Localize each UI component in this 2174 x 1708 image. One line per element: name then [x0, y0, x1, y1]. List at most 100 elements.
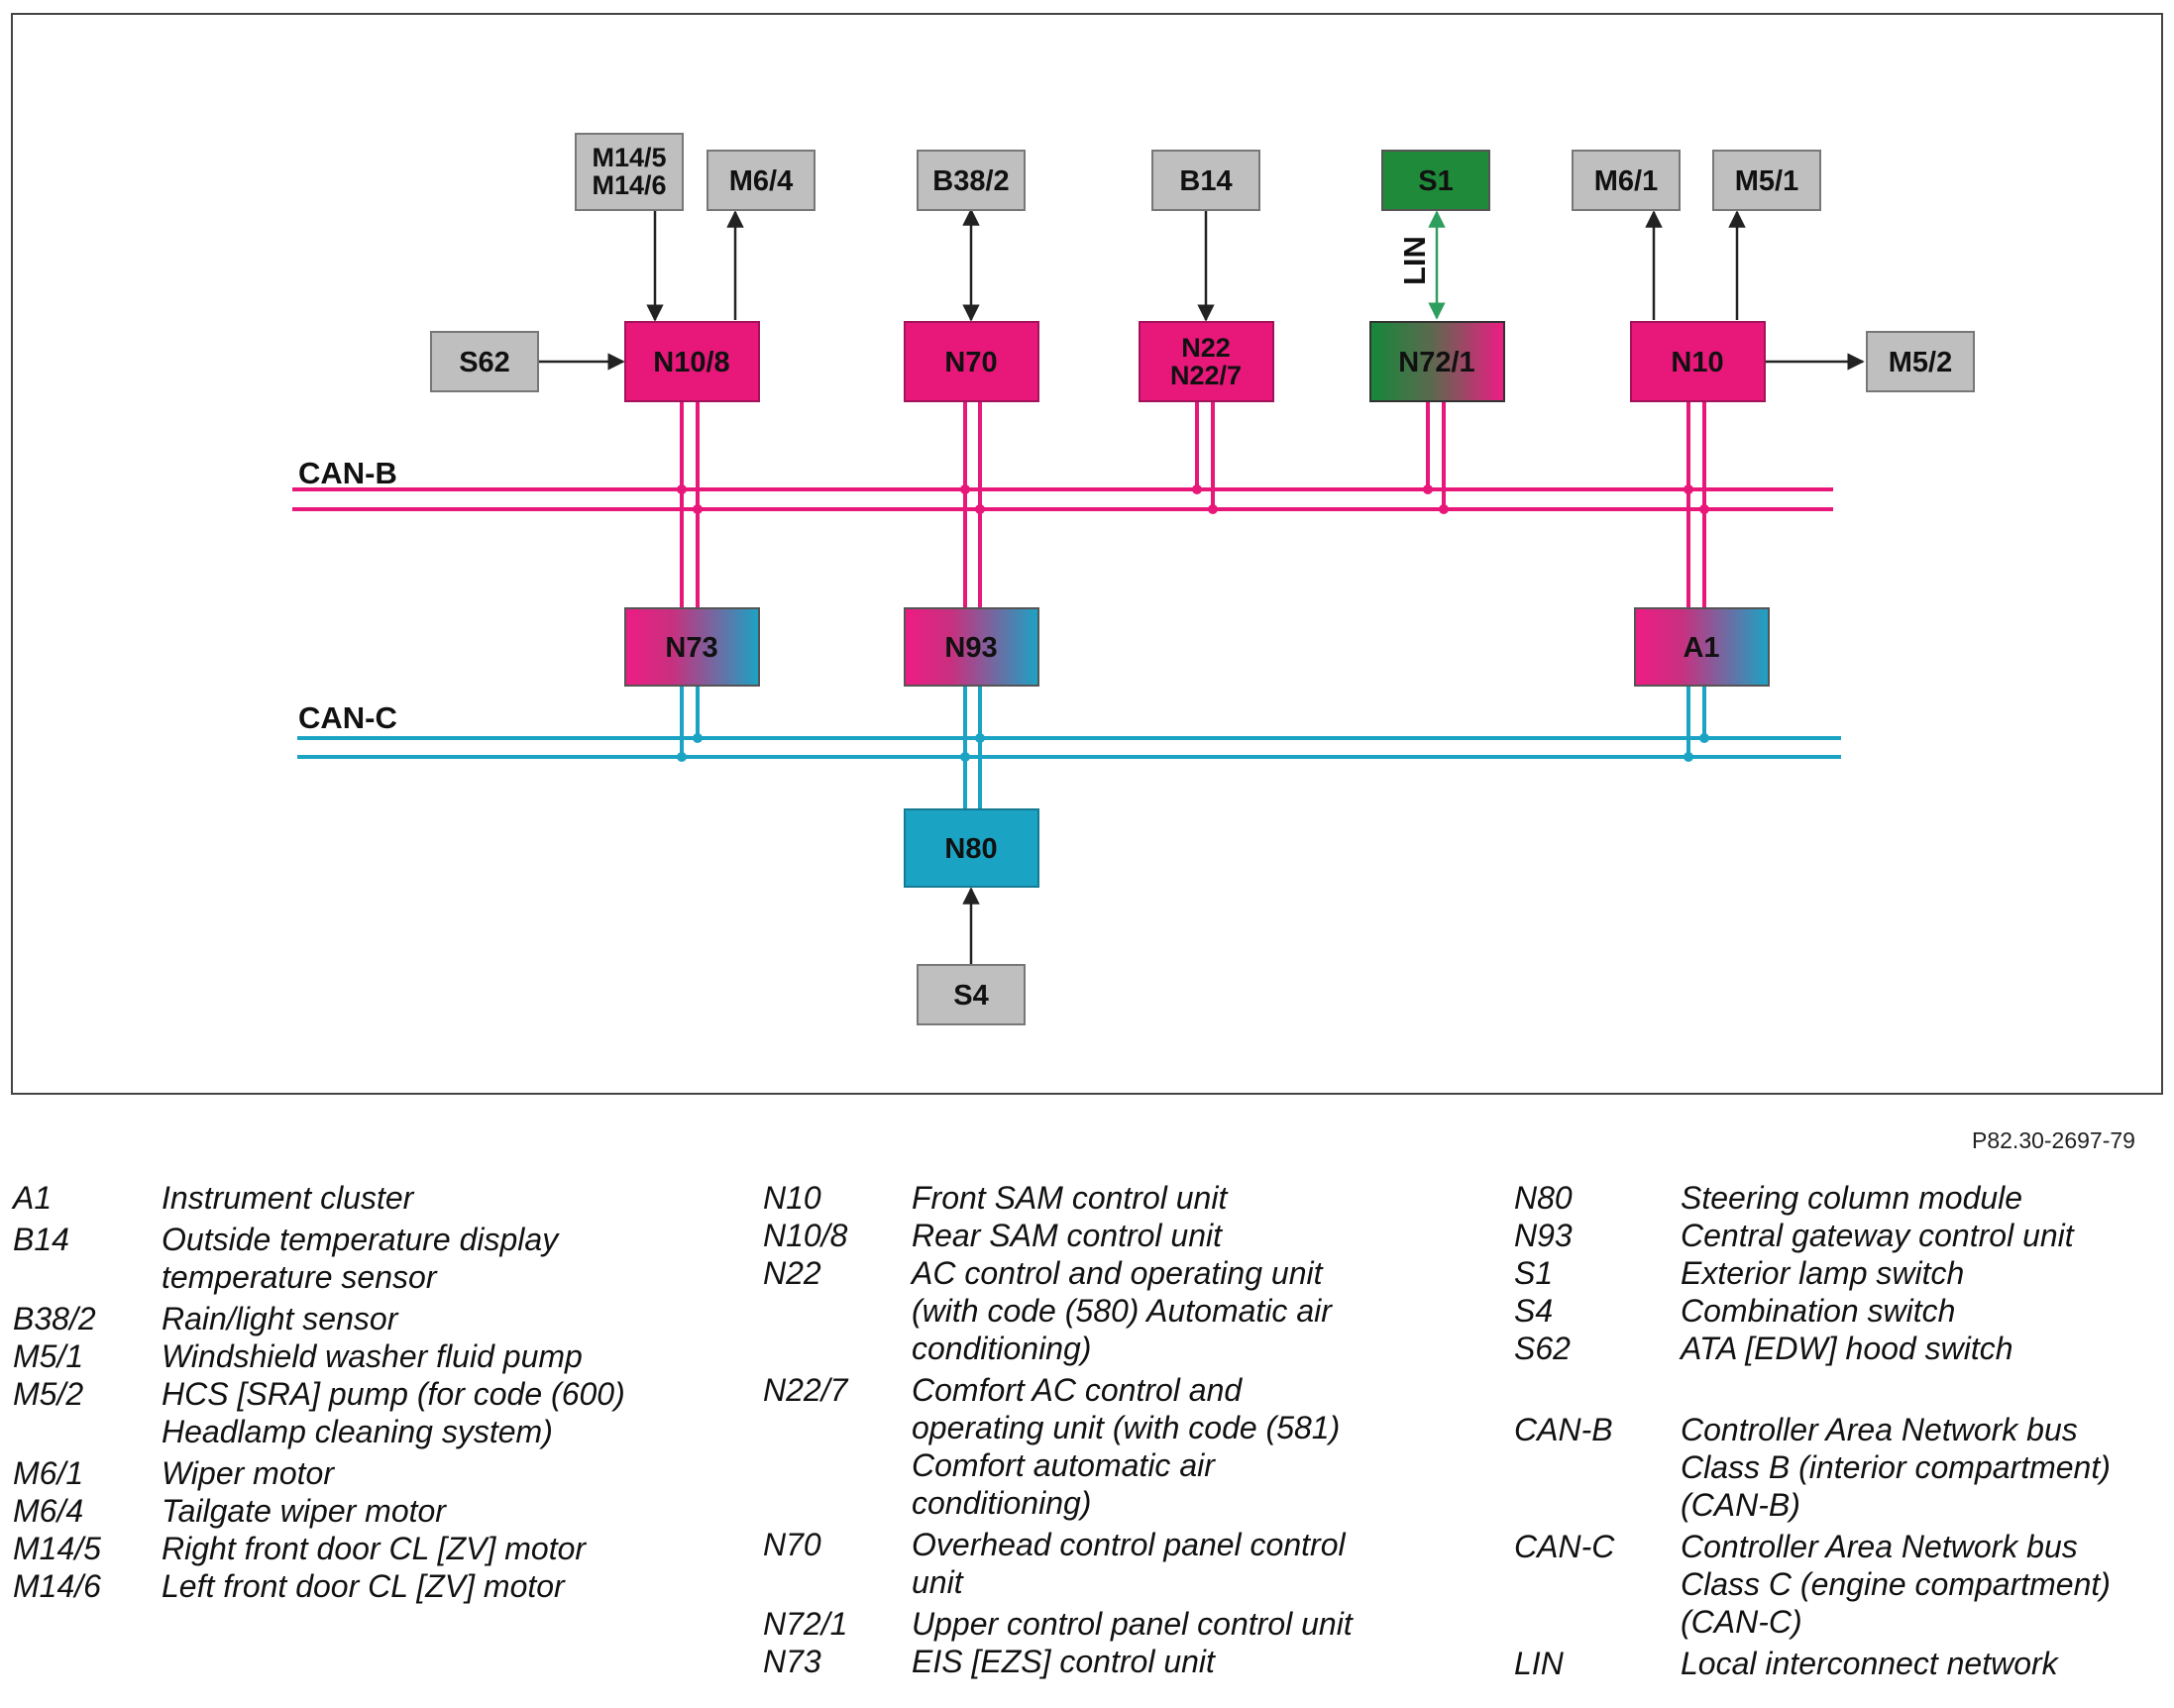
m64-box: M6/4 — [707, 150, 815, 211]
canc-drops — [680, 686, 1706, 812]
legend-code: S62 — [1514, 1331, 1571, 1366]
svg-text:N22: N22 — [1181, 333, 1231, 363]
svg-text:B38/2: B38/2 — [932, 165, 1009, 197]
legend-code: B14 — [13, 1222, 69, 1257]
svg-text:N72/1: N72/1 — [1398, 347, 1474, 378]
legend-description: Central gateway control unit — [1681, 1217, 2168, 1254]
legend-description-line: Steering column module — [1681, 1180, 2023, 1216]
legend-code: M6/4 — [13, 1493, 84, 1529]
canc-junctions — [677, 733, 1709, 762]
svg-text:N22/7: N22/7 — [1170, 361, 1242, 390]
legend-description: Instrument cluster — [162, 1179, 726, 1217]
n80-box: N80 — [904, 808, 1039, 888]
n10-box: N10 — [1630, 321, 1766, 402]
legend-code: CAN-C — [1514, 1529, 1615, 1564]
legend-code: N10/8 — [763, 1218, 848, 1253]
legend-description: Local interconnect network — [1681, 1645, 2168, 1682]
legend-description-line: Right front door CL [ZV] motor — [162, 1531, 587, 1566]
legend-code: CAN-B — [1514, 1412, 1613, 1447]
legend-description: Windshield washer fluid pump — [162, 1337, 726, 1375]
legend-code: N10 — [763, 1180, 821, 1216]
svg-text:N70: N70 — [944, 347, 997, 378]
legend-description: Right front door CL [ZV] motor — [162, 1530, 726, 1567]
a1-box: A1 — [1634, 607, 1770, 687]
legend-description-line: Tailgate wiper motor — [162, 1493, 446, 1529]
legend-description-line: Windshield washer fluid pump — [162, 1338, 583, 1374]
legend-code: N72/1 — [763, 1606, 848, 1642]
legend-code: N22 — [763, 1255, 821, 1291]
svg-text:M14/6: M14/6 — [592, 170, 666, 200]
legend-description-line: (CAN-B) — [1681, 1487, 1800, 1523]
legend-description-line: EIS [EZS] control unit — [912, 1644, 1215, 1679]
legend-code: A1 — [13, 1180, 53, 1216]
b14-box: B14 — [1151, 150, 1260, 211]
svg-text:N73: N73 — [665, 632, 717, 664]
network-diagram: LIN CAN-B CAN-C M14/5 M14/6 M6/4 B38/2 B… — [292, 133, 1975, 1025]
svg-text:A1: A1 — [1683, 632, 1719, 664]
legend-description-line: (CAN-C) — [1681, 1604, 1802, 1640]
legend-description: Tailgate wiper motor — [162, 1492, 726, 1530]
svg-text:N10/8: N10/8 — [653, 347, 729, 378]
legend-description-line: conditioning) — [912, 1331, 1092, 1366]
legend-description: Left front door CL [ZV] motor — [162, 1567, 726, 1605]
m51-box: M5/1 — [1712, 150, 1821, 211]
legend-item: B38/2 Rain/light sensor — [13, 1300, 726, 1337]
legend-code: N22/7 — [763, 1372, 848, 1408]
svg-text:M5/2: M5/2 — [1889, 347, 1952, 378]
legend-description-line: Headlamp cleaning system) — [162, 1414, 553, 1449]
legend-description-line: Outside temperature display — [162, 1222, 559, 1257]
canb-junctions — [677, 484, 1709, 514]
legend-code: B38/2 — [13, 1301, 96, 1336]
legend-description-line: Upper control panel control unit — [912, 1606, 1353, 1642]
svg-text:M5/1: M5/1 — [1735, 165, 1798, 197]
svg-text:S1: S1 — [1418, 165, 1453, 197]
m52-box: M5/2 — [1866, 331, 1975, 392]
n721-box: N72/1 — [1369, 321, 1505, 402]
legend-code: M5/2 — [13, 1376, 84, 1412]
svg-text:M14/5: M14/5 — [592, 143, 666, 172]
svg-text:M6/1: M6/1 — [1594, 165, 1658, 197]
svg-text:N10: N10 — [1671, 347, 1723, 378]
legend-item: N10/8 Rear SAM control unit — [763, 1217, 1486, 1254]
legend-description-line: Controller Area Network bus — [1681, 1529, 2078, 1564]
b382-box: B38/2 — [917, 150, 1026, 211]
legend-description-line: Front SAM control unit — [912, 1180, 1228, 1216]
m14-box: M14/5 M14/6 — [575, 133, 684, 211]
legend-description: Rear SAM control unit — [912, 1217, 1486, 1254]
svg-text:S62: S62 — [459, 347, 510, 378]
legend-description-line: Combination switch — [1681, 1293, 1956, 1329]
m61-box: M6/1 — [1572, 150, 1681, 211]
legend-description-line: Comfort automatic air — [912, 1447, 1215, 1483]
legend-description-line: temperature sensor — [162, 1259, 437, 1295]
legend-description-line: Controller Area Network bus — [1681, 1412, 2078, 1447]
canb-bus-label: CAN-B — [298, 456, 397, 490]
legend-description-line: Class B (interior compartment) — [1681, 1449, 2111, 1485]
s4-box: S4 — [917, 964, 1026, 1025]
signal-arrows — [538, 208, 1865, 965]
legend-description-line: Rear SAM control unit — [912, 1218, 1223, 1253]
legend-description-line: Rain/light sensor — [162, 1301, 398, 1336]
legend-code: S4 — [1514, 1293, 1554, 1329]
s1-box: S1 — [1381, 150, 1490, 211]
legend-description: EIS [EZS] control unit — [912, 1643, 1486, 1680]
canb-drops — [680, 401, 1706, 609]
svg-text:N80: N80 — [944, 833, 997, 865]
legend-description-line: operating unit (with code (581) — [912, 1410, 1341, 1445]
